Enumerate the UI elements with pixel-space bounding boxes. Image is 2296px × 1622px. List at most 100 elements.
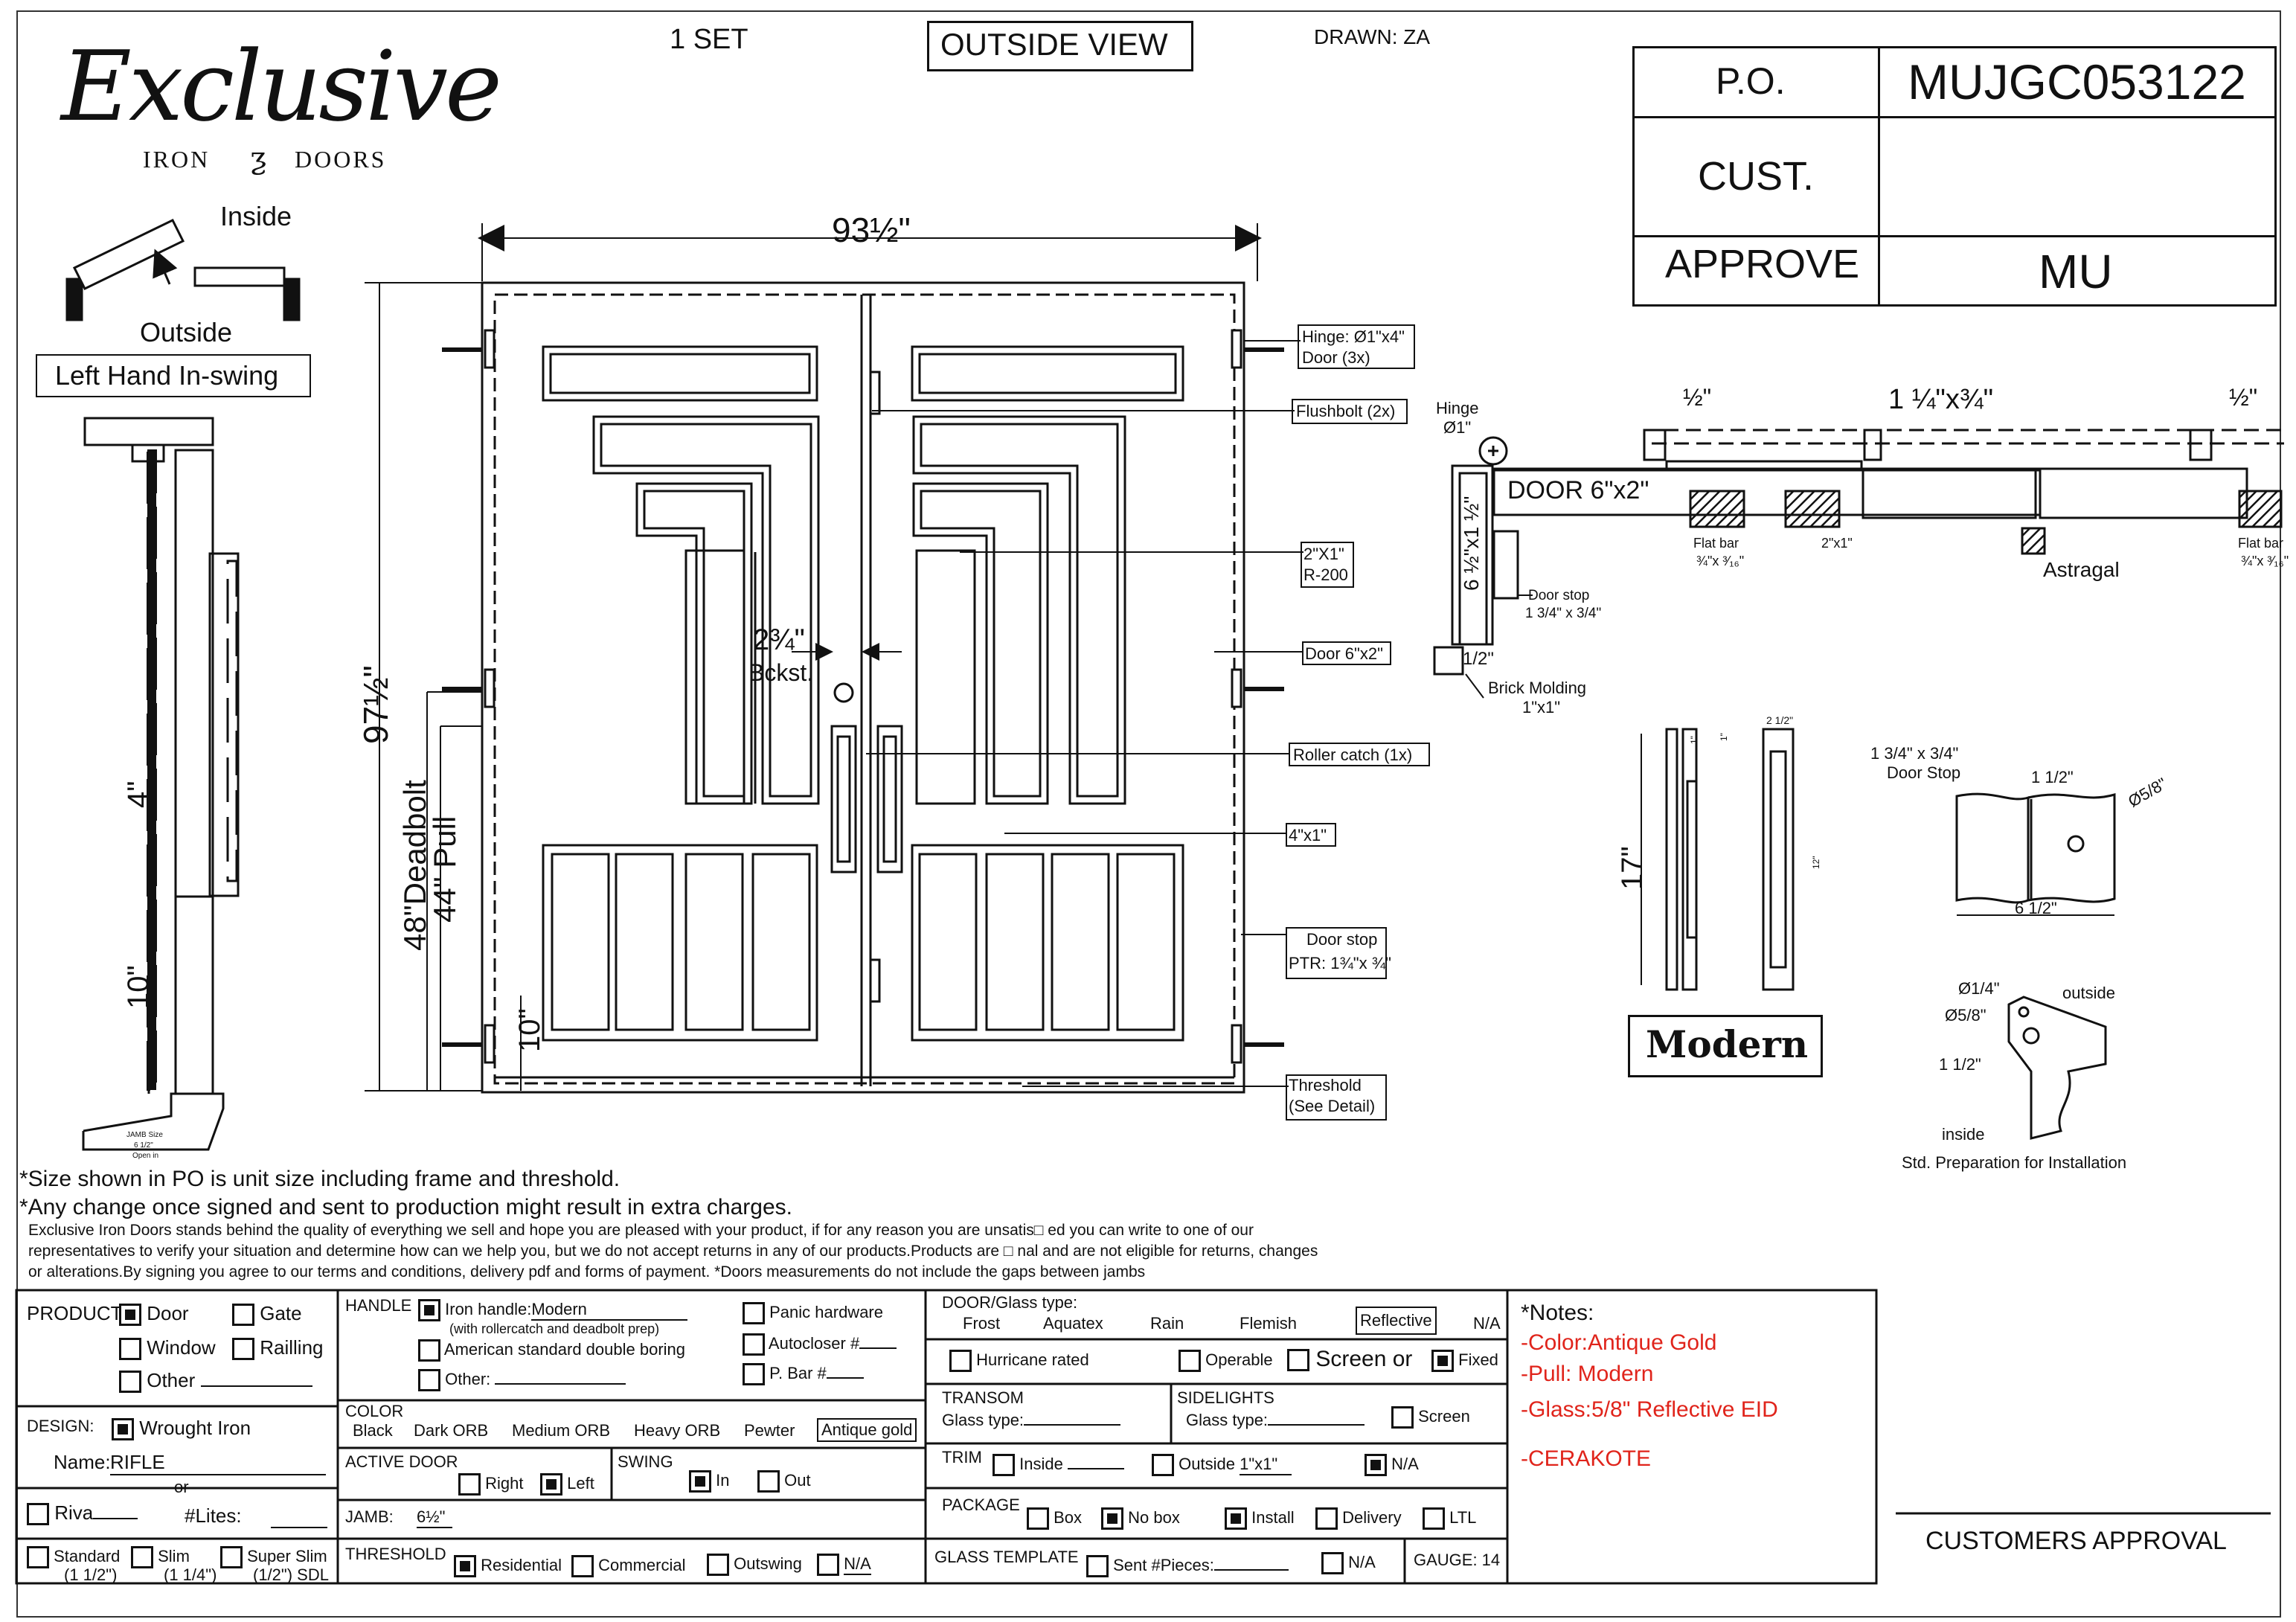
handle-iron-checkbox[interactable]: [418, 1299, 440, 1321]
sdl-standard[interactable]: Standard: [27, 1546, 120, 1568]
product-window[interactable]: Window: [119, 1336, 216, 1361]
package-box[interactable]: Box: [1027, 1507, 1082, 1530]
trim-na[interactable]: N/A: [1365, 1454, 1419, 1476]
active-left-checkbox[interactable]: [540, 1473, 562, 1496]
fixed-option[interactable]: Fixed: [1431, 1350, 1498, 1372]
template-na[interactable]: N/A: [1321, 1552, 1376, 1574]
glass-reflective[interactable]: Reflective: [1356, 1307, 1437, 1335]
template-sent[interactable]: Sent #Pieces:: [1086, 1555, 1289, 1577]
package-box-checkbox[interactable]: [1027, 1507, 1049, 1530]
swing-out-checkbox[interactable]: [757, 1470, 780, 1493]
package-ltl[interactable]: LTL: [1423, 1507, 1476, 1530]
design-wrought[interactable]: Wrought Iron: [112, 1417, 251, 1441]
operable-checkbox[interactable]: [1179, 1350, 1201, 1372]
sidelights-glass-field[interactable]: [1268, 1424, 1365, 1426]
active-right-checkbox[interactable]: [458, 1473, 481, 1496]
riva-checkbox[interactable]: [27, 1503, 49, 1526]
glass-frost[interactable]: Frost: [963, 1314, 1001, 1333]
handle-american-checkbox[interactable]: [418, 1339, 440, 1362]
template-na-checkbox[interactable]: [1321, 1552, 1344, 1574]
threshold-commercial[interactable]: Commercial: [571, 1555, 685, 1577]
sidelights-label: SIDELIGHTS: [1177, 1388, 1274, 1407]
fixed-checkbox[interactable]: [1431, 1350, 1454, 1372]
threshold-commercial-checkbox[interactable]: [571, 1555, 594, 1577]
handle-pbar-checkbox[interactable]: [743, 1363, 765, 1385]
handle-american[interactable]: American standard double boring: [418, 1339, 685, 1362]
handle-iron[interactable]: Iron handle:Modern: [418, 1299, 688, 1321]
riva-option[interactable]: Riva: [27, 1501, 138, 1526]
handle-autocloser[interactable]: Autocloser #: [743, 1333, 897, 1356]
threshold-outswing[interactable]: Outswing: [707, 1554, 802, 1576]
template-sent-checkbox[interactable]: [1086, 1555, 1109, 1577]
color-medium-orb[interactable]: Medium ORB: [512, 1421, 611, 1440]
package-nobox-checkbox[interactable]: [1101, 1507, 1123, 1530]
product-door-checkbox[interactable]: [119, 1304, 141, 1327]
product-railling-checkbox[interactable]: [232, 1338, 254, 1361]
handle-panic-checkbox[interactable]: [743, 1302, 765, 1324]
swing-out[interactable]: Out: [757, 1470, 811, 1493]
screen-or-option[interactable]: Screen or: [1287, 1347, 1412, 1372]
hurricane-checkbox[interactable]: [949, 1350, 972, 1372]
color-pewter[interactable]: Pewter: [744, 1421, 795, 1440]
glass-na[interactable]: N/A: [1473, 1314, 1501, 1333]
sdl-slim-checkbox[interactable]: [131, 1546, 153, 1568]
product-window-checkbox[interactable]: [119, 1338, 141, 1361]
trim-na-checkbox[interactable]: [1365, 1454, 1387, 1476]
glass-aquatex[interactable]: Aquatex: [1043, 1314, 1103, 1333]
design-wrought-checkbox[interactable]: [112, 1418, 134, 1441]
active-left[interactable]: Left: [540, 1473, 594, 1496]
threshold-residential-checkbox[interactable]: [454, 1555, 476, 1577]
dim-backset-label: Bckst.: [748, 659, 814, 686]
hurricane-option[interactable]: Hurricane rated: [949, 1350, 1089, 1372]
handle-other[interactable]: Other:: [418, 1369, 626, 1391]
dim-pull: 44" Pull: [427, 815, 462, 923]
package-delivery[interactable]: Delivery: [1315, 1507, 1402, 1530]
trim-outside-checkbox[interactable]: [1152, 1454, 1174, 1476]
threshold-residential[interactable]: Residential: [454, 1555, 562, 1577]
product-railling[interactable]: Railling: [232, 1336, 324, 1361]
trim-outside-value[interactable]: 1"x1": [1240, 1455, 1292, 1475]
glass-flemish[interactable]: Flemish: [1240, 1314, 1298, 1333]
color-antique-gold[interactable]: Antique gold: [817, 1418, 917, 1442]
sdl-slim[interactable]: Slim: [131, 1546, 190, 1568]
sdl-superslim[interactable]: Super Slim: [220, 1546, 327, 1568]
product-other-checkbox[interactable]: [119, 1371, 141, 1394]
product-other[interactable]: Other: [119, 1369, 312, 1394]
lites-field[interactable]: [271, 1504, 327, 1528]
design-name-field[interactable]: RIFLE: [110, 1451, 326, 1475]
color-heavy-orb[interactable]: Heavy ORB: [634, 1421, 721, 1440]
package-install[interactable]: Install: [1225, 1507, 1295, 1530]
active-right[interactable]: Right: [458, 1473, 523, 1496]
threshold-na-checkbox[interactable]: [817, 1554, 839, 1576]
product-gate[interactable]: Gate: [232, 1302, 302, 1327]
handle-panic[interactable]: Panic hardware: [743, 1302, 883, 1324]
swing-in[interactable]: In: [689, 1470, 729, 1493]
sdl-superslim-checkbox[interactable]: [220, 1546, 243, 1568]
sidelights-screen-checkbox[interactable]: [1391, 1406, 1414, 1429]
handle-iron-value[interactable]: Modern: [531, 1300, 688, 1321]
trim-inside-checkbox[interactable]: [993, 1454, 1015, 1476]
handle-pbar[interactable]: P. Bar #: [743, 1363, 864, 1385]
threshold-outswing-checkbox[interactable]: [707, 1554, 729, 1576]
package-nobox[interactable]: No box: [1101, 1507, 1180, 1530]
product-gate-checkbox[interactable]: [232, 1304, 254, 1327]
handle-other-checkbox[interactable]: [418, 1369, 440, 1391]
threshold-na[interactable]: N/A: [817, 1554, 871, 1576]
package-delivery-checkbox[interactable]: [1315, 1507, 1338, 1530]
sidelights-screen[interactable]: Screen: [1391, 1406, 1470, 1429]
package-install-checkbox[interactable]: [1225, 1507, 1247, 1530]
product-door[interactable]: Door: [119, 1302, 189, 1327]
screen-or-checkbox[interactable]: [1287, 1349, 1309, 1372]
color-black[interactable]: Black: [353, 1421, 393, 1440]
package-ltl-checkbox[interactable]: [1423, 1507, 1445, 1530]
trim-outside[interactable]: Outside 1"x1": [1152, 1454, 1292, 1476]
transom-glass-field[interactable]: [1024, 1424, 1121, 1426]
sdl-standard-checkbox[interactable]: [27, 1546, 49, 1568]
glass-rain[interactable]: Rain: [1150, 1314, 1184, 1333]
jamb-value[interactable]: 6½": [417, 1507, 452, 1528]
swing-in-checkbox[interactable]: [689, 1470, 711, 1493]
operable-option[interactable]: Operable: [1179, 1350, 1273, 1372]
trim-inside[interactable]: Inside: [993, 1454, 1124, 1476]
color-dark-orb[interactable]: Dark ORB: [414, 1421, 489, 1440]
handle-autocloser-checkbox[interactable]: [743, 1333, 765, 1356]
